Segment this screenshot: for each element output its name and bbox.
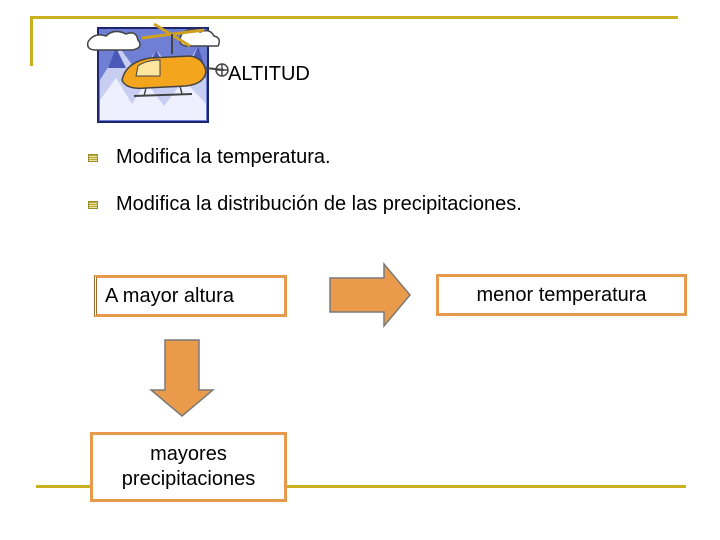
top-rule — [30, 16, 678, 19]
bullet-text: Modifica la temperatura. — [116, 146, 331, 168]
left-rule — [30, 16, 33, 66]
arrow-right-icon — [329, 262, 411, 328]
box-higher-altitude: A mayor altura — [94, 275, 287, 317]
bullet-square-icon — [88, 153, 98, 162]
box-more-precipitation: mayores precipitaciones — [90, 432, 287, 502]
arrow-down-icon — [149, 339, 215, 417]
bullet-item-precipitation: Modifica la distribución de las precipit… — [88, 193, 522, 216]
box-precip-line-2: precipitaciones — [121, 468, 256, 490]
bullet-text: Modifica la distribución de las precipit… — [116, 193, 522, 215]
bottom-rule — [36, 485, 686, 488]
bullet-square-icon — [88, 200, 98, 209]
helicopter-clipart-icon — [86, 22, 229, 123]
box-precip-line-1: mayores — [150, 443, 227, 465]
box-lower-temperature: menor temperatura — [436, 274, 687, 316]
page-title: ALTITUD — [228, 63, 310, 85]
bullet-item-temperature: Modifica la temperatura. — [88, 146, 331, 169]
